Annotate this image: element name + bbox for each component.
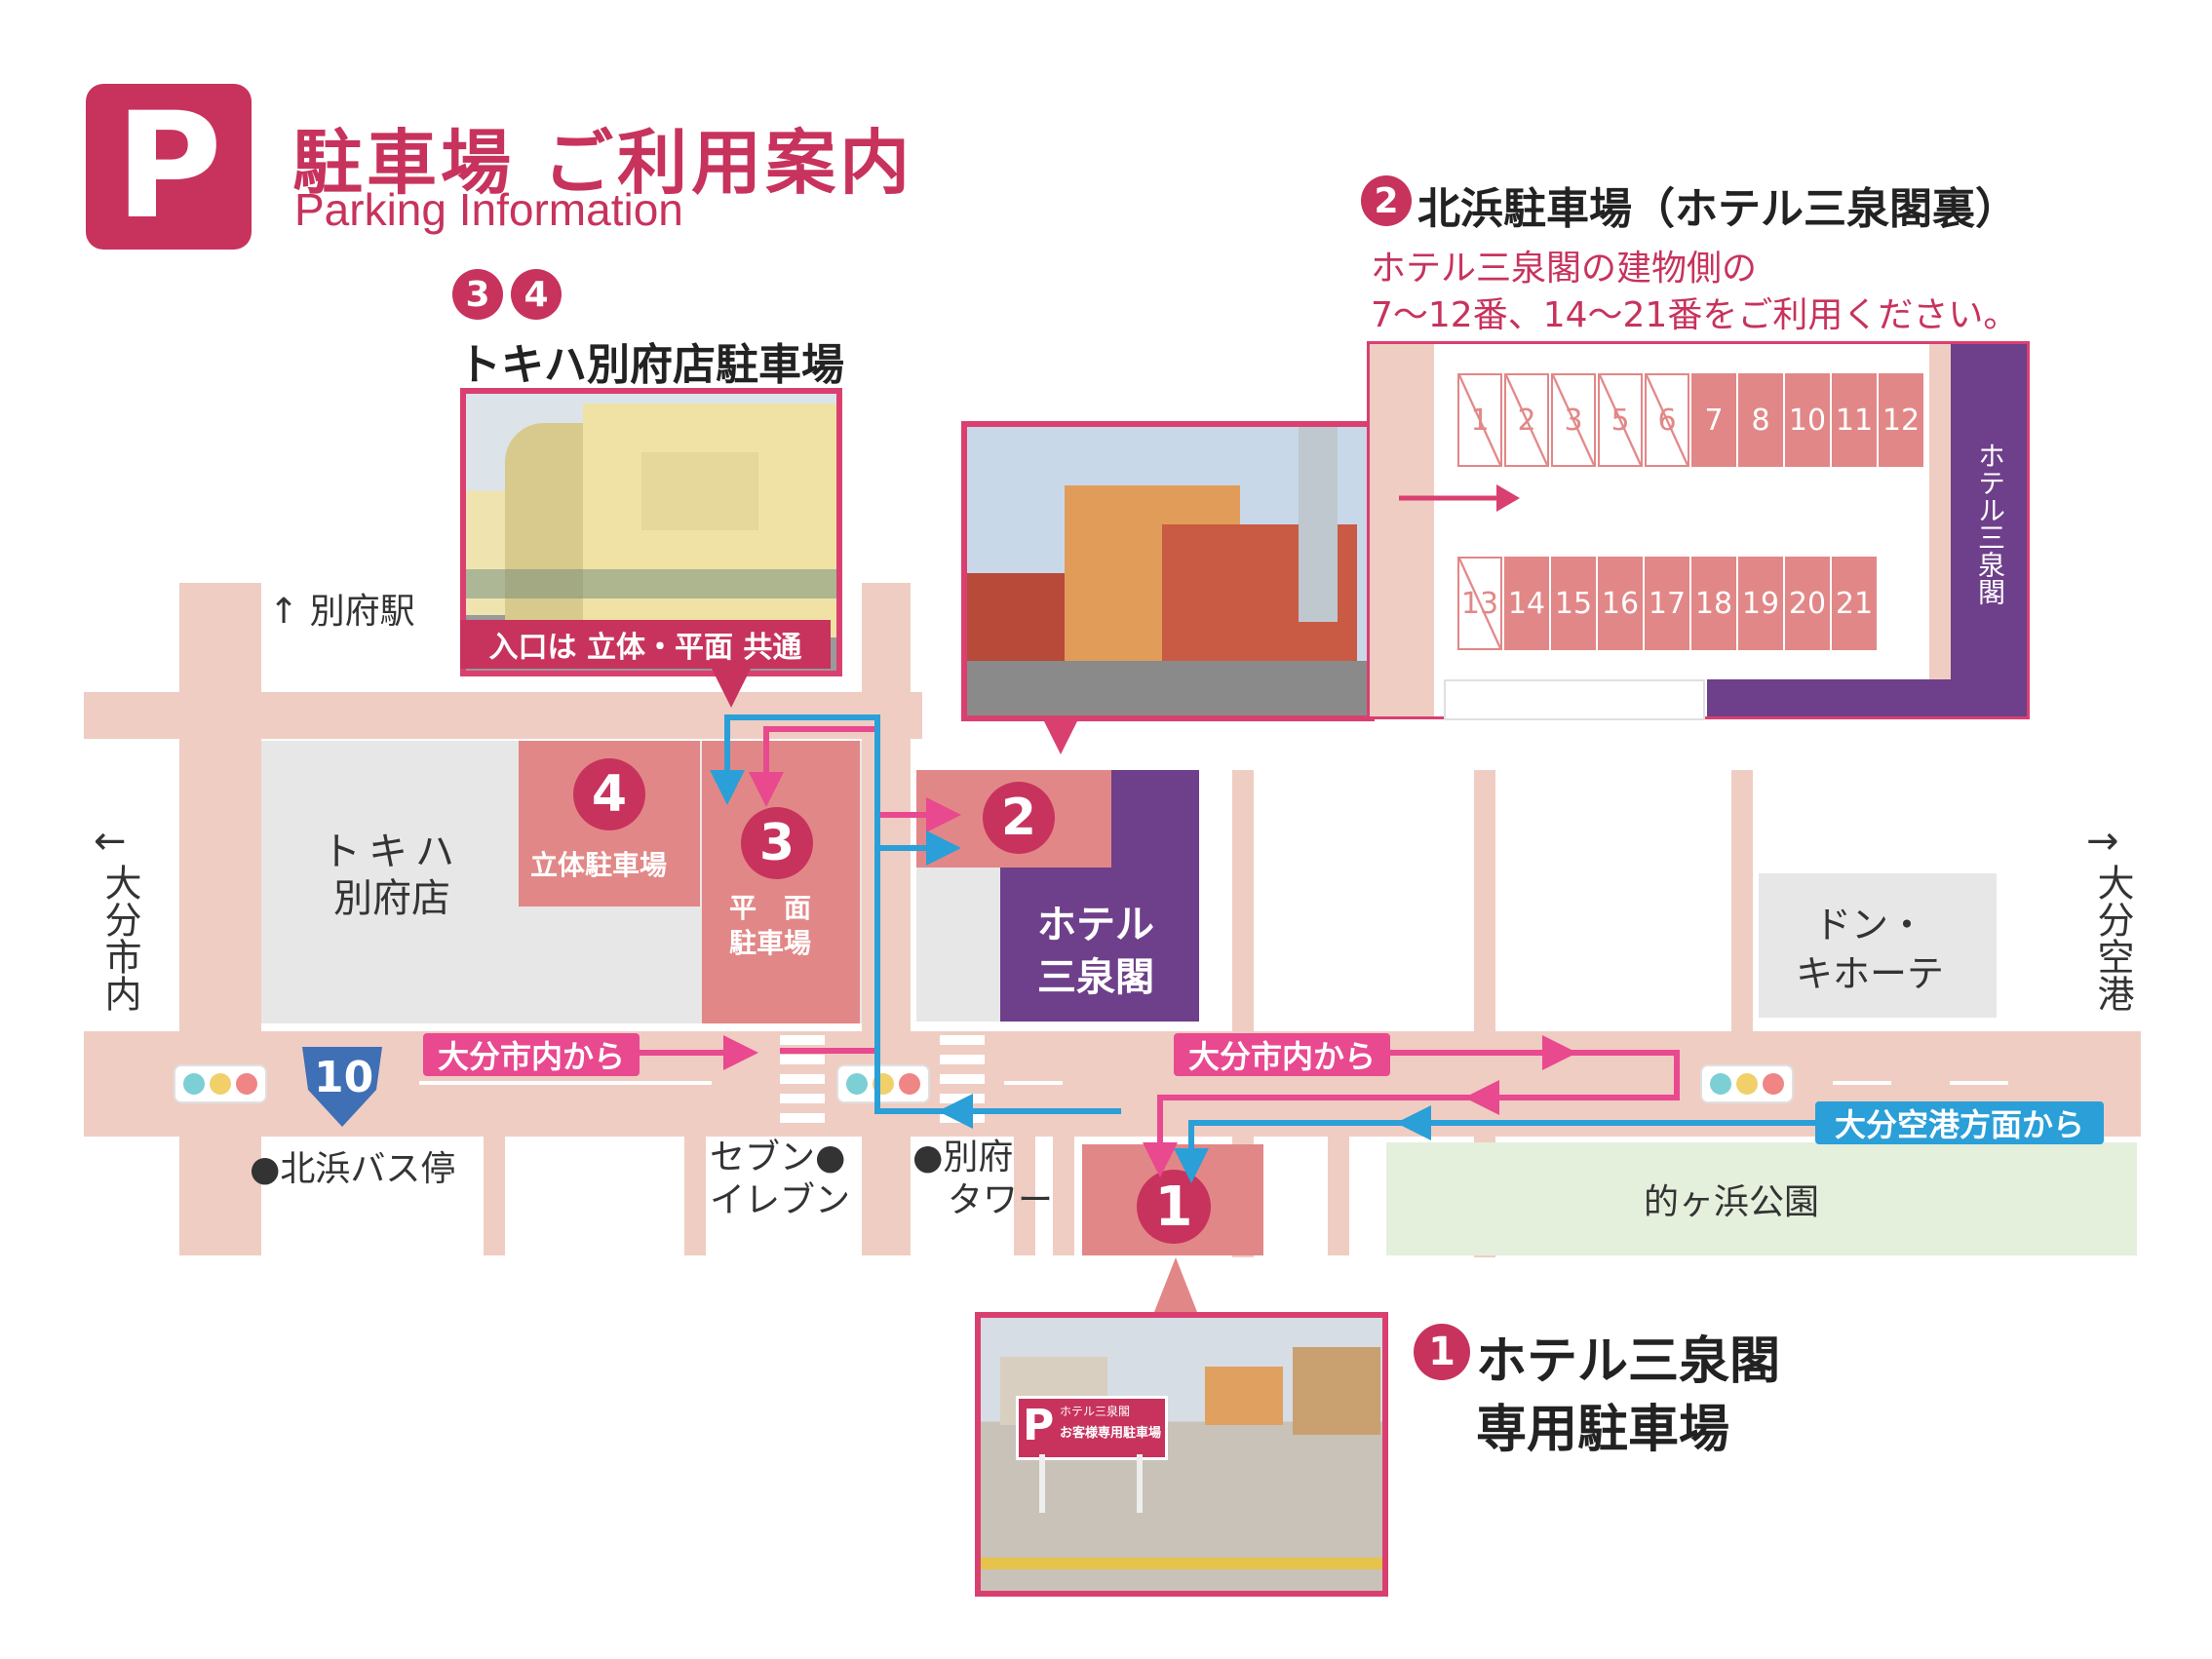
lot1-pointer <box>1154 1257 1197 1312</box>
road-v6 <box>1328 1137 1349 1255</box>
road-center <box>862 583 911 1255</box>
parking-slot: 3 <box>1551 373 1596 467</box>
parking-slot: 14 <box>1504 557 1549 650</box>
parking-logo-letter: P <box>115 82 222 251</box>
lot2-entry-arrow-icon <box>1399 484 1520 512</box>
lot3-title-badge: 3 <box>452 269 503 320</box>
hotel-building <box>1111 770 1199 868</box>
from-airport-tag: 大分空港方面から <box>1815 1101 2104 1144</box>
parking-slot: 2 <box>1504 373 1549 467</box>
parking-logo: P <box>86 84 252 250</box>
parking-slot: 5 <box>1598 373 1643 467</box>
parking-slot: 11 <box>1832 373 1877 467</box>
parking-slot: 20 <box>1785 557 1830 650</box>
lot1-title-badge: 1 <box>1414 1324 1470 1380</box>
lot2-photo <box>961 421 1375 721</box>
road-v8 <box>684 1137 706 1255</box>
parking-slot: 15 <box>1551 557 1596 650</box>
traffic-light-icon <box>836 1064 930 1103</box>
lot4-badge: 4 <box>573 758 645 830</box>
left-direction-label: 大分市内 <box>98 864 141 1012</box>
parking-slot: 6 <box>1645 373 1689 467</box>
donki-label: ドン・ キホーテ <box>1796 904 1945 995</box>
route-blue-lot1 <box>1174 1120 1414 1183</box>
hotel-label: ホテル 三泉閣 <box>1037 903 1154 1000</box>
traffic-light-icon <box>1700 1064 1794 1103</box>
lot2-hotel-label: ホテル三泉閣 <box>1974 442 2006 605</box>
parking-slot: 7 <box>1691 373 1736 467</box>
lot34-pointer <box>712 669 751 708</box>
from-oita-tag-1: 大分市内から <box>423 1033 640 1076</box>
lot2-photo-pointer <box>1041 715 1080 754</box>
road-bottom <box>1014 1137 1035 1255</box>
road-v7 <box>1053 1137 1074 1255</box>
lane-marking <box>419 1081 712 1085</box>
from-oita-tag-2: 大分市内から <box>1174 1033 1390 1076</box>
left-direction-arrow: ← <box>94 819 127 864</box>
lot1-photo: P ホテル三泉閣 お客様専用駐車場 <box>975 1312 1388 1597</box>
parking-slot: 10 <box>1785 373 1830 467</box>
lane-marking <box>1950 1081 2008 1085</box>
right-direction-label: 大分空港 <box>2091 864 2134 1012</box>
route-pink-east-b <box>1464 1050 1680 1115</box>
park-label: 的ヶ浜公園 <box>1644 1182 1820 1222</box>
donki-building <box>1759 873 1997 1018</box>
page-title: 駐車場 ご利用案内 <box>292 122 914 204</box>
right-direction-arrow: → <box>2086 819 2119 864</box>
lot2-badge: 2 <box>983 782 1055 854</box>
traffic-light-icon <box>174 1064 267 1103</box>
lot1-sign-top: ホテル三泉閣 <box>1060 1405 1131 1418</box>
lot34-caption: 入口は 立体・平面 共通 <box>460 620 831 669</box>
road-v3 <box>1232 770 1254 1257</box>
lot1-sign-main: お客様専用駐車場 <box>1060 1426 1162 1441</box>
route-blue-to-lot3 <box>874 830 1121 1114</box>
route-pink-lot1 <box>1143 1095 1482 1177</box>
park-area <box>1386 1142 2137 1255</box>
lane-marking <box>1004 1081 1063 1085</box>
lot4-title-badge: 4 <box>511 269 562 320</box>
parking-slot: 12 <box>1879 373 1923 467</box>
road-v5 <box>1731 770 1753 1033</box>
parking-slot: 13 <box>1457 557 1502 650</box>
parking-slot: 18 <box>1691 557 1736 650</box>
parking-slot: 19 <box>1738 557 1783 650</box>
bus-stop-label: ●北浜バス停 <box>250 1149 456 1189</box>
route-10-shield-icon <box>302 1047 382 1127</box>
route-blue-upper <box>710 714 880 848</box>
route-pink-to-lot3-b <box>749 726 880 1054</box>
parking-slot: 17 <box>1645 557 1689 650</box>
lot3-badge: 3 <box>741 807 813 879</box>
lot1-title-1: ホテル三泉閣 <box>1476 1332 1781 1391</box>
parking-slot: 1 <box>1457 373 1502 467</box>
route-10-label: 10 <box>314 1053 374 1102</box>
road-v9 <box>484 1137 505 1255</box>
lot2-title-badge: 2 <box>1361 175 1412 226</box>
beppu-station-label: ↑ 別府駅 <box>269 592 415 632</box>
road-v4 <box>1474 770 1495 1257</box>
hotel-building-main <box>1000 868 1199 1022</box>
lot1-sign: P ホテル三泉閣 お客様専用駐車場 <box>1016 1396 1168 1460</box>
road-left <box>179 583 261 1255</box>
page-subtitle: Parking Information <box>294 184 683 235</box>
lot2-note-1: ホテル三泉閣の建物側の <box>1371 249 1758 289</box>
lot2-hotel-building <box>1951 344 2027 716</box>
tokiwa-label: トキハ 別府店 <box>322 830 462 921</box>
lane-marking <box>1833 1081 1891 1085</box>
lot2-note-2: 7〜12番、14〜21番をご利用ください。 <box>1371 295 2019 335</box>
lot1-sign-letter: P <box>1023 1401 1055 1450</box>
lot34-title: トキハ別府店駐車場 <box>458 340 844 390</box>
parking-slot: 16 <box>1598 557 1643 650</box>
lot1-title-2: 専用駐車場 <box>1476 1401 1730 1459</box>
lot3-label: 平 面 駐車場 <box>729 892 812 959</box>
lot2-title: 北浜駐車場（ホテル三泉閣裏） <box>1417 184 2018 234</box>
lot4-label: 立体駐車場 <box>530 849 668 881</box>
parking-slot: 8 <box>1738 373 1783 467</box>
parking-slot: 21 <box>1832 557 1877 650</box>
beppu-tower-label: ●別府 タワー <box>912 1138 1054 1220</box>
seven-eleven-label: セブン● イレブン <box>710 1138 851 1220</box>
